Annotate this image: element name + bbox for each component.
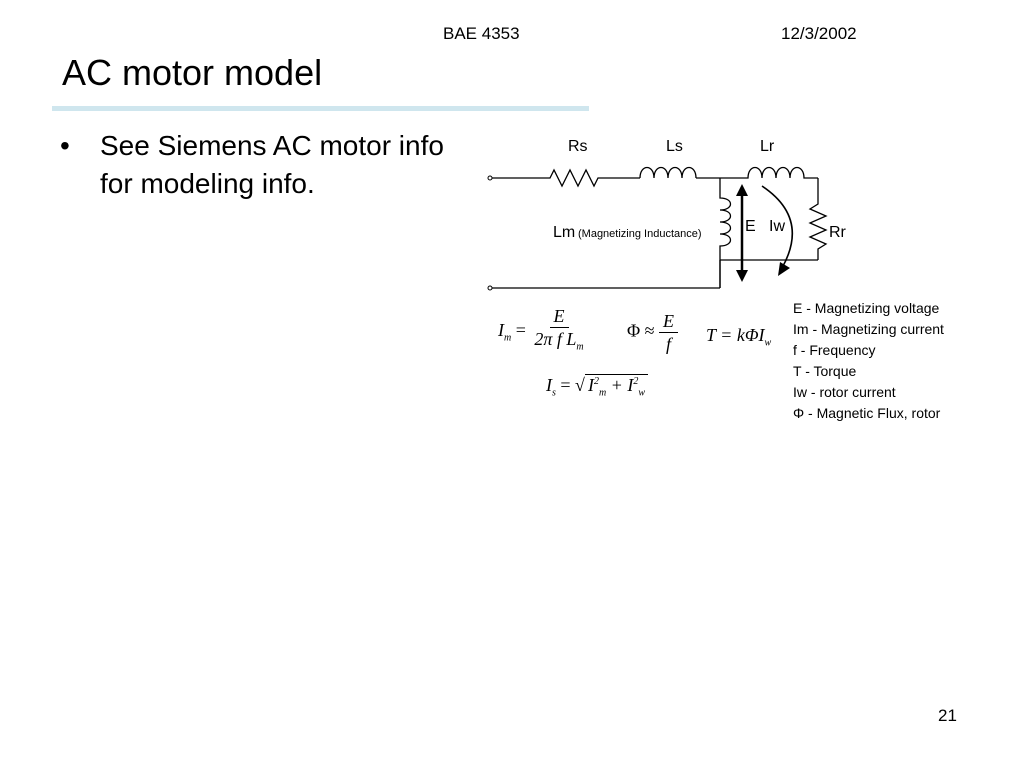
e-label: E bbox=[745, 218, 756, 235]
legend-item: Iw - rotor current bbox=[793, 384, 896, 400]
legend-item: f - Frequency bbox=[793, 342, 876, 358]
equation-stator-current: Is = √I2m + I2w bbox=[546, 374, 648, 399]
bottom-wire bbox=[492, 259, 818, 289]
variable-legend: E - Magnetizing voltage Im - Magnetizing… bbox=[793, 298, 944, 424]
course-code: BAE 4353 bbox=[443, 24, 520, 43]
equation-flux: Φ ≈ E f bbox=[627, 310, 679, 355]
page-number: 21 bbox=[938, 706, 957, 725]
legend-item: Im - Magnetizing current bbox=[793, 321, 944, 337]
lm-note: (Magnetizing Inductance) bbox=[578, 228, 702, 240]
ls-label: Ls bbox=[666, 138, 683, 155]
rs-label: Rs bbox=[568, 138, 588, 155]
lr-inductor bbox=[720, 166, 818, 179]
lr-label: Lr bbox=[760, 138, 775, 155]
ls-inductor bbox=[639, 166, 697, 179]
bullet-dot: • bbox=[60, 130, 70, 161]
lm-inductor bbox=[719, 178, 732, 288]
rr-label: Rr bbox=[829, 224, 847, 241]
legend-item: E - Magnetizing voltage bbox=[793, 300, 940, 316]
slide-title: AC motor model bbox=[62, 52, 323, 93]
rr-resistor bbox=[808, 178, 828, 260]
slide-date: 12/3/2002 bbox=[781, 24, 857, 43]
legend-item: T - Torque bbox=[793, 363, 857, 379]
iw-current-arrow bbox=[761, 185, 794, 269]
title-underline bbox=[52, 106, 589, 111]
motor-circuit-diagram: Rs Ls Lr Rr Lm (Magnetizing Inductance) … bbox=[487, 138, 847, 291]
rs-resistor bbox=[492, 168, 640, 188]
terminal-bottom bbox=[487, 285, 493, 291]
lm-label: Lm bbox=[553, 224, 575, 241]
iw-label: Iw bbox=[769, 218, 785, 235]
equation-magnetizing-current: Im = E 2π f Lm bbox=[498, 306, 584, 353]
terminal-top bbox=[487, 175, 493, 181]
bullet-text: See Siemens AC motor info for modeling i… bbox=[100, 130, 444, 199]
legend-item: Φ - Magnetic Flux, rotor bbox=[793, 405, 941, 421]
equation-torque: T = kΦIw bbox=[706, 325, 772, 349]
bullet-item: • See Siemens AC motor info for modeling… bbox=[60, 127, 470, 203]
